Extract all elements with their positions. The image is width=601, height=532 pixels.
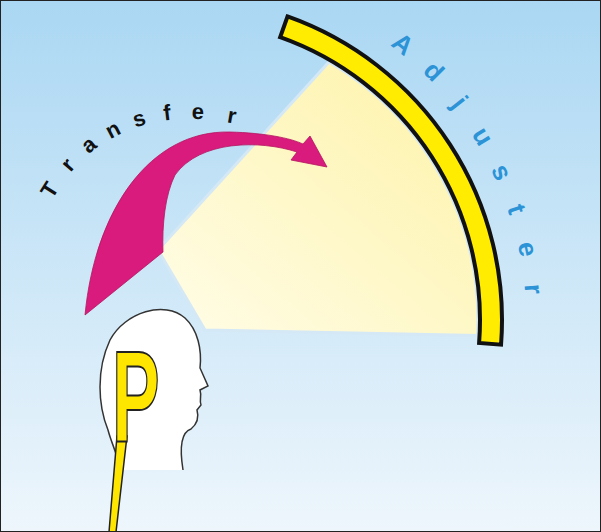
arc-letter: e <box>192 101 205 123</box>
adjuster-band <box>280 16 502 344</box>
arc-letter: t <box>504 201 531 217</box>
head-letter: P <box>112 332 160 462</box>
arc-letter: r <box>226 104 238 127</box>
arc-letter: e <box>514 239 542 258</box>
arc-letter: j <box>448 91 473 113</box>
beam-cone <box>158 62 478 336</box>
arc-letter: r <box>520 283 547 295</box>
arc-letter: r <box>57 155 79 176</box>
transfer-arrow <box>85 132 327 315</box>
arc-letter: s <box>130 107 148 132</box>
arc-letter: A <box>388 28 419 60</box>
arc-letter: a <box>78 133 101 158</box>
arc-letter: n <box>102 117 124 143</box>
arc-letter: s <box>488 160 518 184</box>
arc-letter: d <box>419 57 449 87</box>
arc-letter: T <box>37 178 63 201</box>
arc-letter: f <box>162 102 172 125</box>
arc-letter: u <box>468 122 498 149</box>
head-silhouette <box>100 309 208 470</box>
